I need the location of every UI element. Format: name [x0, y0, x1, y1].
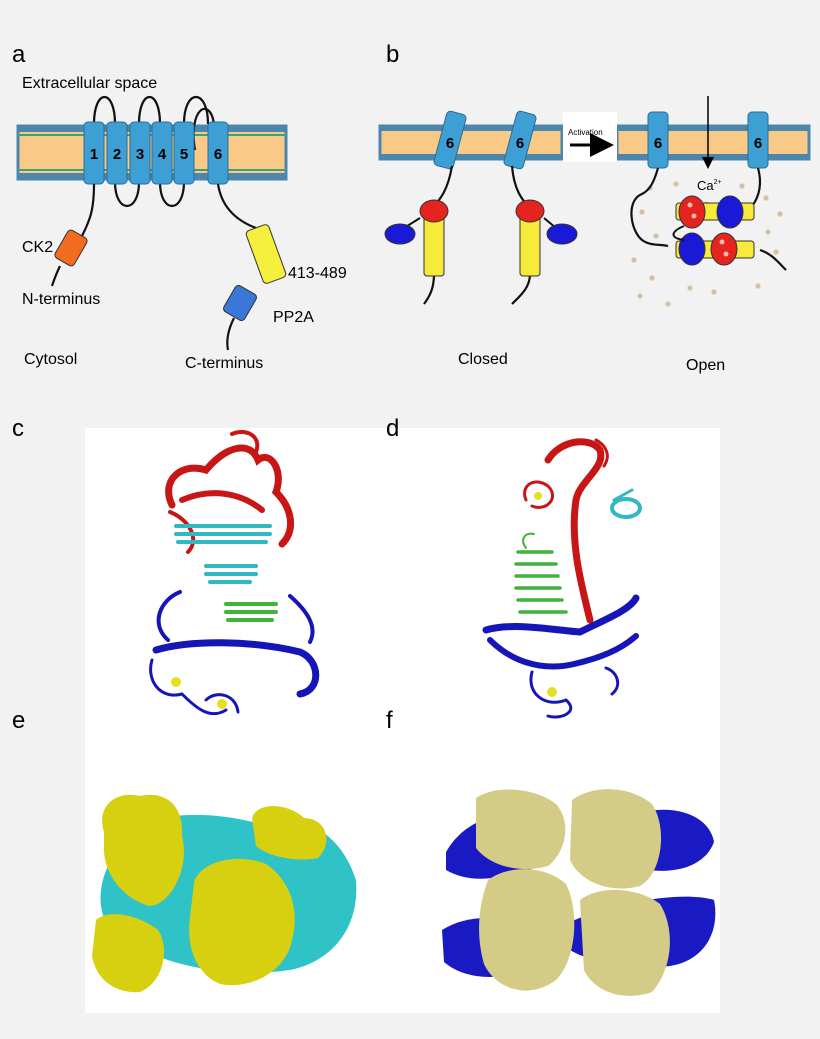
- membrane-open: [615, 124, 811, 161]
- panel-d: d: [386, 415, 642, 719]
- n-terminus-tail: [81, 183, 96, 237]
- extracellular-label: Extracellular space: [22, 75, 157, 92]
- calcium-ion-c1: [171, 677, 181, 687]
- panel-letter-d: d: [386, 415, 399, 442]
- panel-f: f: [386, 707, 716, 996]
- helix-4-label: 4: [158, 146, 167, 163]
- panel-e: e: [12, 707, 357, 993]
- helix-2-label: 2: [113, 146, 121, 163]
- ck2-label: CK2: [22, 239, 53, 256]
- panel-b: b 6 6 Activation: [378, 41, 811, 374]
- activation-label: Activation: [568, 128, 603, 137]
- panel-c: c: [12, 415, 320, 716]
- calcium-ion-c2: [217, 699, 227, 709]
- pp2a-domain: [223, 284, 257, 322]
- n-terminus-label: N-terminus: [22, 291, 100, 308]
- calmodulin-open-complex: [672, 195, 755, 266]
- panel-letter-f: f: [386, 707, 393, 734]
- ribbon-structure-d: [482, 438, 642, 719]
- helix-1-label: 1: [90, 146, 98, 163]
- region-label: 413-489: [288, 265, 347, 282]
- open-label: Open: [686, 357, 725, 374]
- helix-6-label: 6: [214, 146, 222, 163]
- panel-letter-b: b: [386, 41, 399, 68]
- surface-structure-f: [442, 789, 716, 996]
- surface-structure-e: [92, 794, 357, 993]
- membrane-closed: [378, 124, 564, 161]
- calcium-ion-d1: [547, 687, 557, 697]
- calmodulin-closed-right: [515, 199, 578, 277]
- c-terminus-tail: [216, 183, 257, 230]
- cytosol-label: Cytosol: [24, 351, 77, 368]
- panel-a: a Extracellular space 1: [12, 41, 347, 372]
- calmodulin-closed-left: [384, 199, 449, 277]
- closed-helix-right-label: 6: [516, 135, 524, 152]
- helix-3-label: 3: [136, 146, 144, 163]
- ion-label: Ca2+: [697, 178, 722, 193]
- ck2-domain: [54, 229, 88, 267]
- panel-letter-c: c: [12, 415, 24, 442]
- closed-helix-left-label: 6: [446, 135, 454, 152]
- helices-a: 1 2 3 4 5 6: [83, 121, 229, 185]
- closed-helix-left: [433, 110, 467, 170]
- c-terminus-label: C-terminus: [185, 355, 263, 372]
- panel-letter-a: a: [12, 41, 26, 68]
- calcium-ion-d2: [534, 492, 542, 500]
- panel-letter-e: e: [12, 707, 25, 734]
- ribbon-structure-c: [149, 430, 320, 716]
- open-helix-right-label: 6: [754, 135, 762, 152]
- pp2a-label: PP2A: [273, 309, 314, 326]
- helix-5-label: 5: [180, 146, 188, 163]
- region-413-489: [245, 224, 287, 284]
- closed-label: Closed: [458, 351, 508, 368]
- open-helix-left-label: 6: [654, 135, 662, 152]
